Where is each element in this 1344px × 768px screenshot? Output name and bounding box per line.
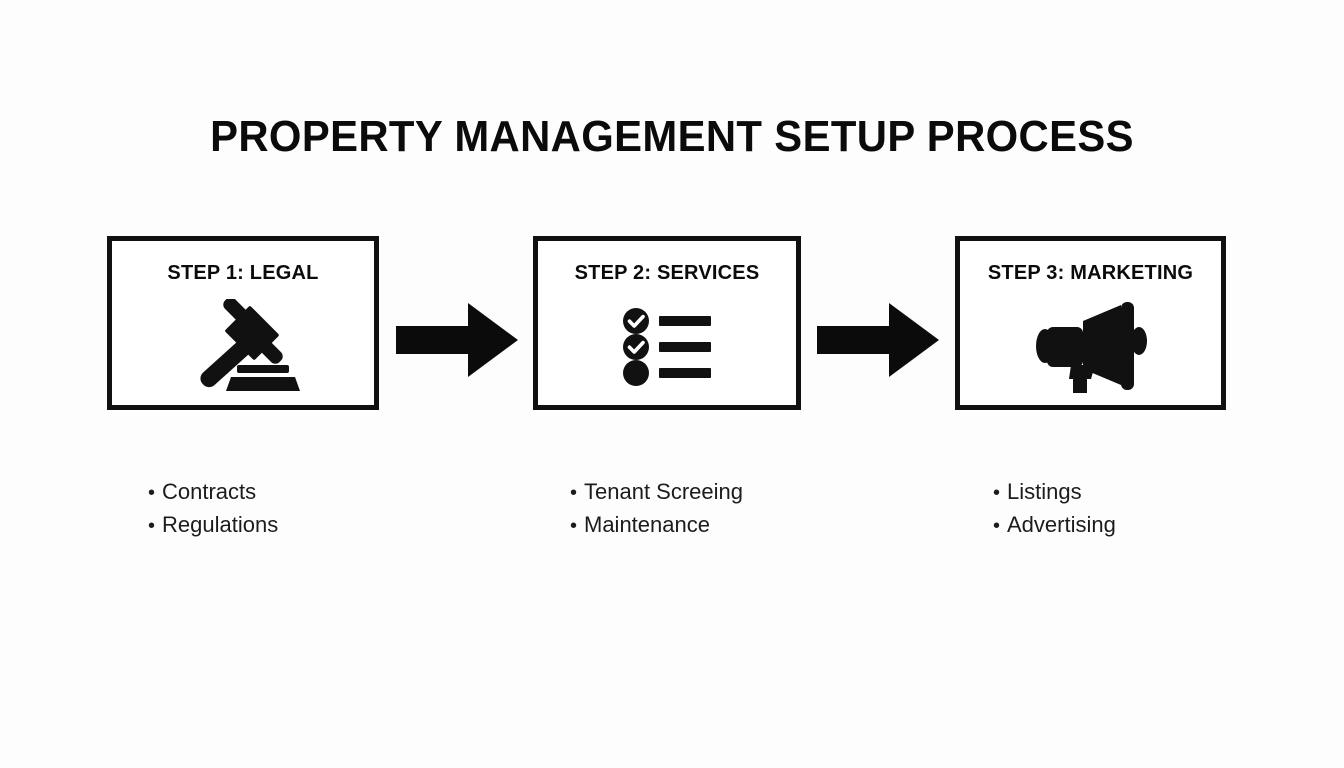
list-item-label: Maintenance bbox=[584, 512, 710, 537]
list-item: • Regulations bbox=[148, 509, 278, 542]
step-box-3: STEP 3: MARKETING bbox=[955, 236, 1226, 410]
checklist-icon bbox=[538, 297, 796, 397]
step-3-heading: STEP 3: MARKETING bbox=[987, 262, 1194, 284]
step-1-heading: STEP 1: LEGAL bbox=[167, 262, 319, 284]
list-item-label: Listings bbox=[1007, 479, 1082, 504]
bullet-marker-icon: • bbox=[148, 482, 156, 504]
list-item: • Advertising bbox=[993, 509, 1116, 542]
bullet-marker-icon: • bbox=[570, 515, 578, 537]
bullet-marker-icon: • bbox=[993, 515, 1001, 537]
list-item-label: Regulations bbox=[162, 512, 279, 537]
bullet-marker-icon: • bbox=[148, 515, 156, 537]
step-box-2: STEP 2: SERVICES bbox=[533, 236, 801, 410]
step-2-heading: STEP 2: SERVICES bbox=[574, 262, 760, 284]
gavel-icon bbox=[112, 297, 374, 397]
bullet-list-step-1: • Contracts • Regulations bbox=[148, 476, 278, 542]
megaphone-icon bbox=[960, 297, 1221, 397]
list-item: • Tenant Screeing bbox=[570, 476, 743, 509]
arrow-step2-to-step3 bbox=[817, 303, 939, 377]
list-item-label: Advertising bbox=[1007, 512, 1116, 537]
page-title: PROPERTY MANAGEMENT SETUP PROCESS bbox=[210, 112, 1134, 161]
bullet-marker-icon: • bbox=[993, 482, 1001, 504]
bullet-list-step-3: • Listings • Advertising bbox=[993, 476, 1116, 542]
list-item: • Contracts bbox=[148, 476, 278, 509]
list-item: • Listings bbox=[993, 476, 1116, 509]
bullet-marker-icon: • bbox=[570, 482, 578, 504]
step-box-1: STEP 1: LEGAL bbox=[107, 236, 379, 410]
arrow-step1-to-step2 bbox=[396, 303, 518, 377]
list-item-label: Tenant Screeing bbox=[584, 479, 743, 504]
bullet-list-step-2: • Tenant Screeing • Maintenance bbox=[570, 476, 743, 542]
list-item: • Maintenance bbox=[570, 509, 743, 542]
list-item-label: Contracts bbox=[162, 479, 257, 504]
